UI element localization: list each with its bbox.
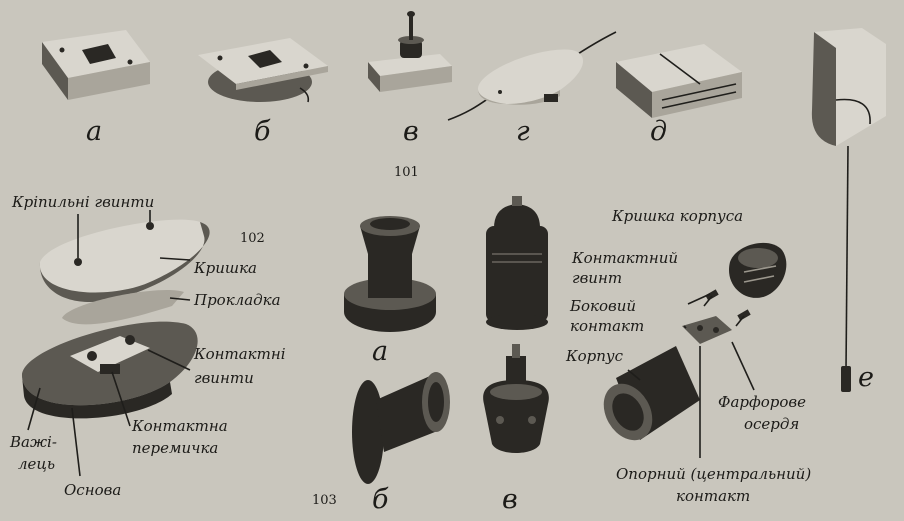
holder-v-drawing — [483, 344, 549, 453]
holder-a-drawing — [344, 216, 436, 332]
label-fixing-screws: Кріпильні гвинти — [12, 193, 155, 211]
switch-e-drawing — [811, 28, 886, 392]
switch-g-drawing — [447, 31, 617, 121]
label-contact-bridge-line1: Контактна — [132, 417, 228, 435]
fig101-letter-b: б — [254, 116, 271, 147]
label-support-contact-line1: Опорний (центральний) — [616, 465, 812, 483]
label-porcelain-core-line1: Фарфорове — [718, 393, 807, 411]
switch-a-drawing — [42, 30, 150, 100]
holder-exploded-drawing — [603, 242, 787, 458]
figure-number-102: 102 — [240, 231, 265, 246]
label-cover: Кришка — [194, 259, 257, 277]
fig103-letter-b: б — [372, 484, 389, 515]
switch-v-drawing — [368, 11, 452, 92]
label-housing: Корпус — [566, 347, 624, 365]
label-base: Основа — [64, 481, 122, 499]
switch-d-drawing — [616, 44, 742, 118]
label-contact-screws-line1: Контактні — [194, 345, 286, 363]
switch-exploded-drawing — [21, 210, 210, 477]
label-contact-screws-line2: гвинти — [194, 369, 254, 387]
fig101-letter-d: д — [650, 116, 668, 147]
holder-b-drawing — [352, 372, 450, 484]
fig101-letter-g: г — [516, 116, 530, 147]
label-lever-line2: лець — [18, 455, 56, 473]
label-side-contact-line1: Боковий — [570, 297, 637, 315]
fig103-letter-a: а — [372, 336, 389, 367]
holder-shell-drawing — [486, 196, 548, 330]
switch-b-drawing — [198, 38, 328, 103]
label-support-contact-line2: контакт — [676, 487, 751, 505]
label-contact-bridge-line2: перемичка — [132, 439, 219, 457]
fig101-letter-a: а — [86, 116, 103, 147]
label-porcelain-core-line2: осердя — [744, 415, 800, 433]
fig101-letter-e: е — [858, 362, 874, 393]
label-side-contact-line2: контакт — [570, 317, 645, 335]
label-lever-line1: Важі- — [10, 433, 57, 451]
fig101-letter-v: в — [403, 116, 419, 147]
label-housing-cover: Кришка корпуса — [612, 207, 744, 225]
figure-number-101: 101 — [394, 165, 419, 180]
fig103-letter-v: в — [502, 484, 518, 515]
label-gasket: Прокладка — [194, 291, 281, 309]
label-contact-screw-line2: гвинт — [572, 269, 623, 287]
label-contact-screw-line1: Контактний — [572, 249, 679, 267]
figure-number-103: 103 — [312, 493, 337, 508]
